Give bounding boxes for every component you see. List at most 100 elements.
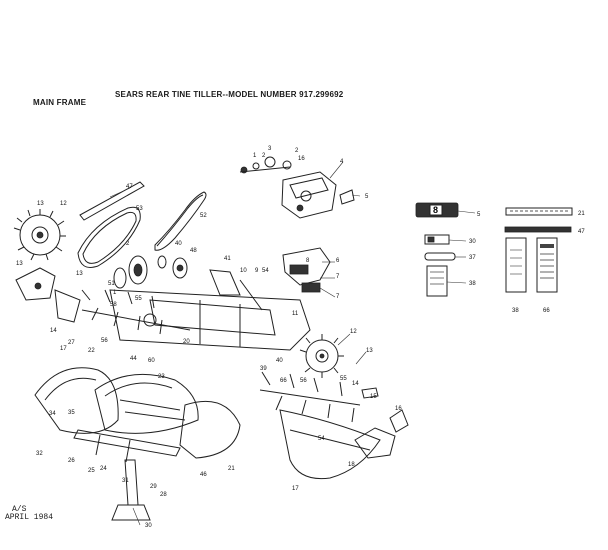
callout-number: 14 [352, 381, 359, 387]
engine-assembly [239, 156, 355, 219]
callout-number: 40 [276, 358, 283, 364]
callout-number: 37 [469, 255, 476, 261]
callout-number: 1 [253, 153, 257, 159]
shield-left [34, 367, 119, 434]
depth-bar [73, 429, 181, 463]
callout-number: 44 [130, 356, 137, 362]
callout-number: 30 [145, 523, 152, 529]
callout-number: 31 [122, 478, 129, 484]
tine-cluster-left [81, 289, 191, 335]
callout-number: 29 [150, 484, 157, 490]
callout-number: 6 [336, 258, 340, 264]
callout-number: 60 [148, 358, 155, 364]
decal-panel-left: 38 [505, 237, 527, 314]
callout-number: 25 [88, 468, 95, 474]
callout-number: 55 [135, 296, 142, 302]
hinge-bracket [354, 409, 409, 459]
callout-number: 24 [100, 466, 107, 472]
hub-assembly-left [15, 267, 81, 323]
tine-wheel-left [13, 209, 66, 261]
callout-number: 3 [268, 146, 272, 152]
callout-number: 1 [113, 290, 117, 296]
pulley-idler [157, 255, 188, 279]
pulley-main [113, 255, 148, 289]
decal-small-2: 37 [424, 252, 476, 261]
decal-strip-top: 21 [505, 207, 585, 217]
callout-number: 11 [292, 311, 299, 317]
callout-number: 56 [101, 338, 108, 344]
bracket-assembly [282, 247, 331, 293]
callout-number: 32 [36, 451, 43, 457]
diagram-title: SEARS REAR TINE TILLER--MODEL NUMBER 917… [115, 90, 344, 99]
callout-number: 66 [280, 378, 287, 384]
callout-number: 13 [76, 271, 83, 277]
callout-number: 13 [16, 261, 23, 267]
callout-number: 48 [190, 248, 197, 254]
callout-number: 39 [260, 366, 267, 372]
callout-number: 56 [300, 378, 307, 384]
callout-number: 8 [306, 258, 310, 264]
callout-number: 52 [200, 213, 207, 219]
callout-number: 47 [126, 184, 133, 190]
callout-number: 54 [318, 436, 325, 442]
callout-number: 40 [175, 241, 182, 247]
callout-number: 4 [340, 159, 344, 165]
callout-number: 28 [160, 492, 167, 498]
callout-number: 58 [110, 302, 117, 308]
callout-number: 17 [292, 486, 299, 492]
decal-badge: 8 5 [415, 202, 481, 218]
section-label: MAIN FRAME [33, 98, 87, 107]
callout-number: 13 [366, 348, 373, 354]
decal-square: 38 [426, 265, 476, 297]
callout-number: 5 [477, 212, 481, 218]
footer-date: APRIL 1984 [5, 513, 54, 522]
callout-number: 23 [158, 374, 165, 380]
callout-number: 18 [348, 462, 355, 468]
callout-number: 21 [228, 466, 235, 472]
callout-number: 54 [262, 268, 269, 274]
callout-number: 15 [370, 394, 377, 400]
callout-number: 53 [136, 206, 143, 212]
callout-number: 2 [126, 241, 130, 247]
decal-strip-bottom: 47 [504, 226, 585, 235]
callout-labels: 1 2 3 2 16 4 5 47 53 52 13 12 13 2 40 48… [16, 146, 402, 529]
depth-stake [111, 459, 151, 521]
callout-number: 27 [68, 340, 75, 346]
callout-number: 26 [68, 458, 75, 464]
callout-number: 9 [255, 268, 259, 274]
tine-wheel-right [299, 334, 344, 378]
callout-number: 35 [68, 410, 75, 416]
shield-right [279, 409, 381, 480]
callout-number: 66 [543, 308, 550, 314]
callout-number: 7 [336, 294, 340, 300]
callout-number: 5 [365, 194, 369, 200]
callout-number: 46 [200, 472, 207, 478]
callout-number: 47 [578, 229, 585, 235]
callout-number: 21 [578, 211, 585, 217]
callout-number: 51 [108, 281, 115, 287]
decal-badge-text: 8 [433, 205, 438, 215]
callout-number: 55 [340, 376, 347, 382]
callout-number: 14 [50, 328, 57, 334]
callout-number: 20 [183, 339, 190, 345]
leader-lines [109, 161, 367, 526]
belt-long [154, 191, 207, 251]
footer-code: A/S [12, 505, 27, 514]
callout-number: 16 [298, 156, 305, 162]
callout-number: 41 [224, 256, 231, 262]
callout-number: 30 [469, 239, 476, 245]
shield-center [94, 373, 199, 434]
callout-number: 7 [336, 274, 340, 280]
callout-number: 38 [512, 308, 519, 314]
callout-number: 22 [88, 348, 95, 354]
callout-number: 38 [469, 281, 476, 287]
tine-cluster-right [259, 371, 379, 423]
callout-number: 34 [49, 411, 56, 417]
callout-number: 16 [395, 406, 402, 412]
callout-number: 12 [60, 201, 67, 207]
callout-number: 2 [262, 153, 266, 159]
decal-panel-right: 66 [536, 237, 558, 314]
callout-number: 10 [240, 268, 247, 274]
shield-rear [179, 400, 241, 459]
